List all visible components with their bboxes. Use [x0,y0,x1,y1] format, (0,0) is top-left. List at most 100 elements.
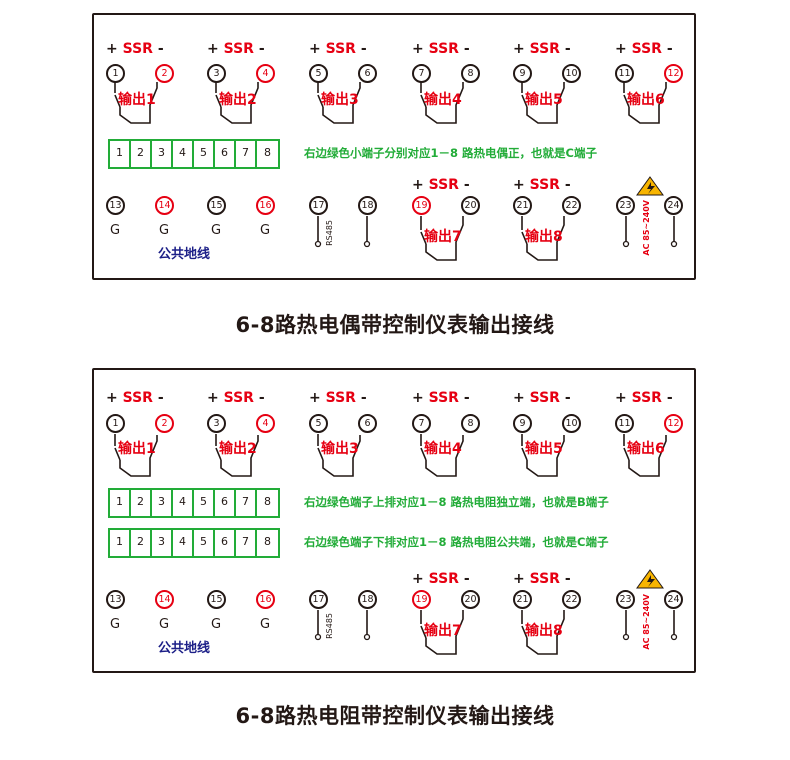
terminal-20: 20 [461,590,480,609]
ssr-label-6: + SSR - [615,390,673,406]
ssr-label-7: + SSR - [412,177,470,193]
ground-g-label: G [260,223,271,238]
caption-rtd: 6-8路热电阻带控制仪表输出接线 [235,704,555,728]
terminal-10: 10 [562,64,581,83]
ssr-label-6: + SSR - [615,41,673,57]
output-label-5: 输出5 [525,92,563,108]
ground-g-label: G [110,617,121,632]
terminal-23: 23 [616,196,635,215]
terminal-8: 8 [461,414,480,433]
rs485-label: RS485 [325,220,334,246]
ground-g-label: G [159,617,170,632]
terminal-9: 9 [513,64,532,83]
ground-g-label: G [211,223,222,238]
terminal-12: 12 [664,414,683,433]
terminal-2: 2 [155,414,174,433]
terminal-17: 17 [309,196,328,215]
terminal-9: 9 [513,414,532,433]
strip-cell: 2 [131,141,152,167]
ssr-label-8: + SSR - [513,571,571,587]
output-label-3: 输出3 [321,441,359,457]
common-ground-label: 公共地线 [158,641,211,656]
strip-cell: 6 [215,530,236,556]
strip-cell: 3 [152,490,173,516]
strip-cell: 7 [236,490,257,516]
ac-voltage-label: AC 85~240V [642,594,651,650]
terminal-18: 18 [358,196,377,215]
strip-cell: 8 [264,495,271,508]
strip-cell: 7 [236,530,257,556]
strip-cell: 2 [131,530,152,556]
ac-voltage-label: AC 85~240V [642,200,651,256]
terminal-16: 16 [256,590,275,609]
ssr-label-3: + SSR - [309,390,367,406]
terminal-15: 15 [207,590,226,609]
terminal-21: 21 [513,196,532,215]
strip-note-bottom: 右边绿色端子下排对应1－8 路热电阻公共端，也就是C端子 [304,535,609,549]
terminal-22: 22 [562,590,581,609]
green-terminal-strip-bottom: 1 2 3 4 5 6 7 8 [108,528,280,558]
strip-cell: 8 [264,146,271,159]
terminal-5: 5 [309,64,328,83]
terminal-11: 11 [615,64,634,83]
ssr-label-4: + SSR - [412,390,470,406]
terminal-13: 13 [106,196,125,215]
terminal-6: 6 [358,64,377,83]
output-label-8: 输出8 [525,229,563,245]
ground-g-label: G [211,617,222,632]
output-label-6: 输出6 [627,92,665,108]
green-terminal-strip: 1 2 3 4 5 6 7 8 [108,139,280,169]
terminal-2: 2 [155,64,174,83]
terminal-1: 1 [106,64,125,83]
terminal-3: 3 [207,414,226,433]
strip-cell: 5 [194,530,215,556]
strip-cell: 7 [236,141,257,167]
terminal-12: 12 [664,64,683,83]
strip-cell: 8 [264,535,271,548]
strip-cell: 5 [194,141,215,167]
lightning-warning-icon [636,176,664,196]
strip-cell: 4 [173,530,194,556]
ssr-label-3: + SSR - [309,41,367,57]
ground-g-label: G [110,223,121,238]
output-label-4: 输出4 [424,441,462,457]
ssr-label-8: + SSR - [513,177,571,193]
output-label-7: 输出7 [424,623,462,639]
terminal-10: 10 [562,414,581,433]
ssr-label-5: + SSR - [513,390,571,406]
terminal-24: 24 [664,590,683,609]
terminal-22: 22 [562,196,581,215]
terminal-24: 24 [664,196,683,215]
output-label-3: 输出3 [321,92,359,108]
wiring-panel-thermocouple: + SSR - + SSR - + SSR - + SSR - + SSR - … [92,13,696,280]
strip-cell: 2 [131,490,152,516]
ssr-label-2: + SSR - [207,41,265,57]
output-label-5: 输出5 [525,441,563,457]
ssr-label-1: + SSR - [106,390,164,406]
terminal-21: 21 [513,590,532,609]
terminal-8: 8 [461,64,480,83]
terminal-4: 4 [256,64,275,83]
ssr-label-7: + SSR - [412,571,470,587]
strip-note: 右边绿色小端子分别对应1－8 路热电偶正，也就是C端子 [304,146,597,160]
output-label-2: 输出2 [219,92,257,108]
rs485-label: RS485 [325,613,334,639]
strip-cell: 4 [173,141,194,167]
wiring-lines [114,81,678,261]
terminal-6: 6 [358,414,377,433]
ssr-label-2: + SSR - [207,390,265,406]
terminal-5: 5 [309,414,328,433]
ground-g-label: G [260,617,271,632]
terminal-19: 19 [412,590,431,609]
terminal-13: 13 [106,590,125,609]
strip-note-top: 右边绿色端子上排对应1－8 路热电阻独立端，也就是B端子 [304,495,609,509]
ssr-label-5: + SSR - [513,41,571,57]
terminal-18: 18 [358,590,377,609]
wiring-lines [114,434,678,655]
strip-cell: 1 [110,141,131,167]
strip-cell: 6 [215,141,236,167]
terminal-1: 1 [106,414,125,433]
terminal-7: 7 [412,414,431,433]
output-label-1: 输出1 [118,441,156,457]
strip-cell: 1 [110,530,131,556]
